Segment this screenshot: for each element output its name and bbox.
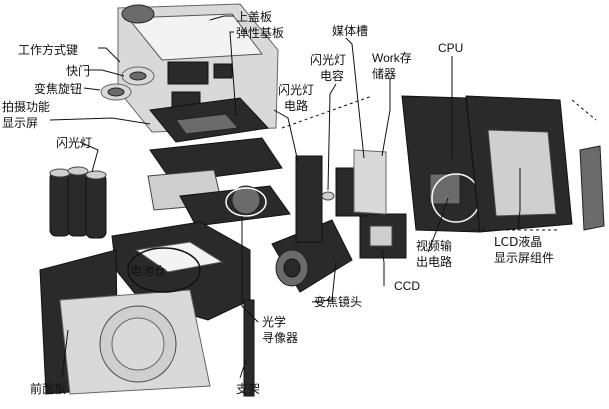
label-top-cover: 上盖板 bbox=[236, 10, 272, 24]
label-work-storage-line1: Work存 bbox=[372, 51, 412, 65]
label-work-mode-key: 工作方式键 bbox=[18, 42, 78, 57]
batteries-part bbox=[49, 166, 107, 239]
label-optical-finder-line1: 光学 bbox=[262, 314, 286, 329]
label-shutter: 快门 bbox=[66, 63, 90, 78]
label-work-storage-line2: 储器 bbox=[372, 66, 396, 81]
label-zoom-knob: 变焦旋钮 bbox=[34, 81, 82, 96]
label-ccd: CCD bbox=[394, 279, 420, 293]
label-front-panel: 前面板 bbox=[30, 381, 66, 396]
lcd-assembly-part bbox=[465, 95, 573, 233]
label-flash-circuit-line1: 闪光灯 bbox=[278, 83, 314, 97]
label-video-out-line2: 出电路 bbox=[416, 254, 452, 269]
label-shoot-func-display-line2: 显示屏 bbox=[2, 116, 38, 130]
label-zoom-lens: 变焦镜头 bbox=[314, 294, 362, 309]
battery-compartment-highlight bbox=[127, 247, 201, 293]
front-panel-part bbox=[39, 249, 211, 395]
label-flash-circuit-line2: 电路 bbox=[284, 98, 308, 113]
label-battery-compartment: 电池仓 bbox=[130, 264, 166, 278]
knobs-part bbox=[100, 66, 155, 101]
media-slot-part bbox=[353, 149, 387, 215]
label-cpu: CPU bbox=[438, 41, 463, 55]
circuit-boards-part bbox=[147, 97, 291, 227]
main-board-part bbox=[401, 95, 481, 233]
finder-highlight bbox=[225, 187, 267, 217]
bracket-part bbox=[243, 299, 255, 397]
label-shoot-func-display-line1: 拍摄功能 bbox=[2, 99, 50, 114]
label-flash: 闪光灯 bbox=[56, 136, 92, 150]
label-spring-board: 弹性基板 bbox=[236, 26, 284, 40]
side-panel-part bbox=[579, 145, 605, 231]
label-video-out-line1: 视频输 bbox=[416, 238, 452, 253]
label-flash-cap-line2: 电容 bbox=[320, 68, 344, 83]
label-flash-cap-line1: 闪光灯 bbox=[310, 53, 346, 67]
label-lcd-line1: LCD液晶 bbox=[494, 234, 542, 249]
zoom-lens-part bbox=[271, 219, 353, 293]
label-bracket: 支架 bbox=[236, 382, 260, 396]
label-media-slot: 媒体槽 bbox=[332, 24, 368, 38]
label-optical-finder-line2: 寻像器 bbox=[262, 331, 298, 345]
top-cover-part bbox=[117, 3, 279, 133]
label-lcd-line2: 显示屏组件 bbox=[494, 251, 554, 265]
